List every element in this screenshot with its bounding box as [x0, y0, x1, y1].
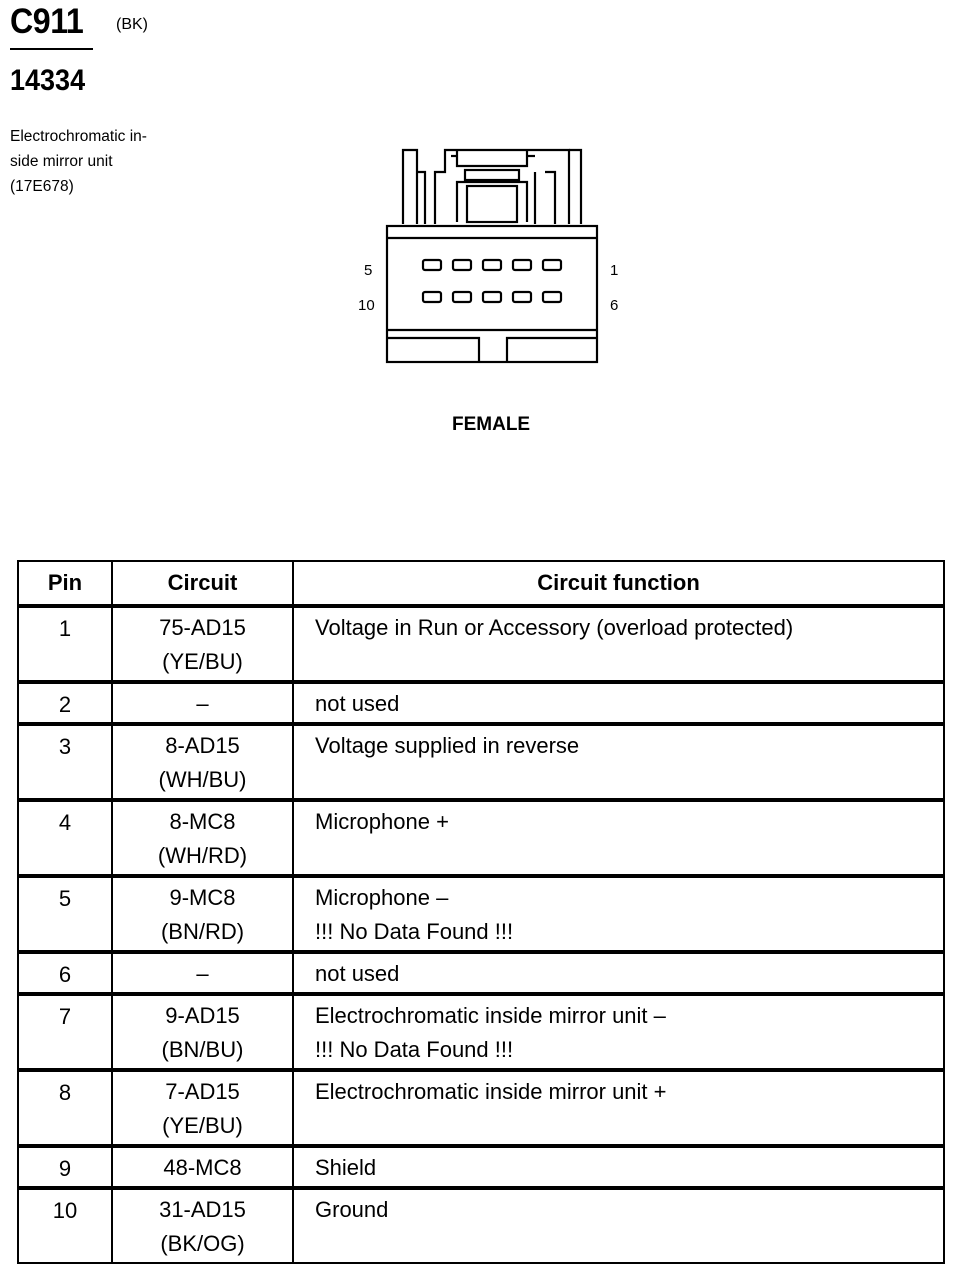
circuit-cell: 9-AD15 (BN/BU) — [111, 992, 294, 1071]
circuit-function-cell: Electrochromatic inside mirror unit + — [292, 1068, 945, 1147]
table-row: 2 – not used — [17, 680, 945, 725]
circuit-function: Microphone + — [315, 809, 449, 834]
circuit-function: not used — [315, 961, 400, 986]
description-line-2: side mirror unit — [10, 153, 113, 170]
header-circuit: Circuit — [111, 560, 294, 607]
pin-number: 4 — [17, 798, 113, 877]
pin-number: 2 — [17, 680, 113, 725]
pin-number: 10 — [17, 1186, 113, 1264]
pin-number: 5 — [17, 874, 113, 953]
cavity-7 — [511, 290, 533, 304]
wire-color: (WH/BU) — [158, 767, 247, 792]
circuit-function-cell: not used — [292, 680, 945, 725]
circuit-cell: – — [111, 680, 294, 725]
table-row: 4 8-MC8 (WH/RD) Microphone + — [17, 798, 945, 877]
pin-number: 3 — [17, 722, 113, 801]
cavity-2 — [511, 258, 533, 272]
circuit-function: Microphone – — [315, 885, 449, 910]
cavity-10 — [421, 290, 443, 304]
cavity-3 — [481, 258, 503, 272]
circuit-function: Ground — [315, 1197, 389, 1222]
wire-color: (WH/RD) — [157, 843, 248, 868]
circuit-id: – — [196, 961, 209, 986]
pin-label-10: 10 — [358, 297, 375, 314]
title-underline — [10, 48, 93, 50]
pin-label-1: 1 — [610, 262, 619, 279]
circuit-function-cell: Microphone – !!! No Data Found !!! — [292, 874, 945, 953]
connector-description: Electrochromatic in- side mirror unit (1… — [10, 124, 147, 199]
circuit-function-cell: Shield — [292, 1144, 945, 1189]
cavity-4 — [451, 258, 473, 272]
circuit-function: Electrochromatic inside mirror unit – — [315, 1003, 666, 1028]
table-row: 6 – not used — [17, 950, 945, 995]
circuit-cell: 8-MC8 (WH/RD) — [111, 798, 294, 877]
function-note: !!! No Data Found !!! — [315, 1037, 514, 1062]
circuit-id: 9-MC8 — [169, 885, 236, 910]
connector-face-diagram — [385, 148, 599, 364]
table-row: 5 9-MC8 (BN/RD) Microphone – !!! No Data Fou… — [17, 874, 945, 953]
circuit-id: 75-AD15 — [159, 615, 246, 640]
pin-number: 6 — [17, 950, 113, 995]
circuit-function-cell: Voltage supplied in reverse — [292, 722, 945, 801]
circuit-function-cell: Voltage in Run or Accessory (overload pr… — [292, 604, 945, 683]
table-row: 10 31-AD15 (BK/OG) Ground — [17, 1186, 945, 1264]
cavity-1 — [541, 258, 563, 272]
wire-color: (YE/BU) — [162, 1113, 243, 1138]
pin-cavities — [421, 258, 563, 304]
pin-number: 7 — [17, 992, 113, 1071]
cavity-6 — [541, 290, 563, 304]
cavity-5 — [421, 258, 443, 272]
circuit-id: 7-AD15 — [165, 1079, 240, 1104]
connector-color: (BK) — [116, 16, 148, 33]
description-line-3: (17E678) — [10, 178, 74, 195]
circuit-cell: 7-AD15 (YE/BU) — [111, 1068, 294, 1147]
function-note: !!! No Data Found !!! — [315, 919, 514, 944]
circuit-id: 9-AD15 — [165, 1003, 240, 1028]
circuit-function: Voltage in Run or Accessory (overload pr… — [315, 615, 794, 640]
circuit-cell: 31-AD15 (BK/OG) — [111, 1186, 294, 1264]
circuit-id: 8-AD15 — [165, 733, 240, 758]
circuit-cell: – — [111, 950, 294, 995]
circuit-function: Voltage supplied in reverse — [315, 733, 580, 758]
header-circuit-function: Circuit function — [292, 560, 945, 607]
table-row: 8 7-AD15 (YE/BU) Electrochromatic inside mi… — [17, 1068, 945, 1147]
table-row: 3 8-AD15 (WH/BU) Voltage supplied in revers… — [17, 722, 945, 801]
cavity-9 — [451, 290, 473, 304]
circuit-function: Shield — [315, 1155, 377, 1180]
table-row: 1 75-AD15 (YE/BU) Voltage in Run or Accesso… — [17, 604, 945, 683]
circuit-function: not used — [315, 691, 400, 716]
circuit-function-cell: Electrochromatic inside mirror unit –!!!… — [292, 992, 945, 1071]
pinout-table: Pin Circuit Circuit function 1 75-AD15 (YE… — [17, 560, 945, 1264]
circuit-id: 48-MC8 — [163, 1155, 242, 1180]
header-pin: Pin — [17, 560, 113, 607]
wire-color: (BN/BU) — [161, 1037, 244, 1062]
circuit-function: Electrochromatic inside mirror unit + — [315, 1079, 667, 1104]
table-header-row: Pin Circuit Circuit function — [17, 560, 945, 607]
pin-number: 9 — [17, 1144, 113, 1189]
circuit-id: 8-MC8 — [169, 809, 236, 834]
wire-color: (BN/RD) — [160, 919, 245, 944]
circuit-cell: 8-AD15 (WH/BU) — [111, 722, 294, 801]
wire-color: (BK/OG) — [160, 1231, 245, 1256]
connector-code: C911 — [10, 2, 84, 41]
circuit-cell: 48-MC8 — [111, 1144, 294, 1189]
description-line-1: Electrochromatic in- — [10, 128, 147, 145]
pin-number: 8 — [17, 1068, 113, 1147]
circuit-function-cell: not used — [292, 950, 945, 995]
part-number: 14334 — [10, 64, 86, 97]
circuit-id: – — [196, 691, 209, 716]
pin-label-6: 6 — [610, 297, 619, 314]
circuit-function-cell: Microphone + — [292, 798, 945, 877]
circuit-cell: 9-MC8 (BN/RD) — [111, 874, 294, 953]
circuit-id: 31-AD15 — [159, 1197, 246, 1222]
circuit-cell: 75-AD15 (YE/BU) — [111, 604, 294, 683]
pin-number: 1 — [17, 604, 113, 683]
table-row: 7 9-AD15 (BN/BU) Electrochromatic inside mi… — [17, 992, 945, 1071]
cavity-8 — [481, 290, 503, 304]
circuit-function-cell: Ground — [292, 1186, 945, 1264]
table-row: 9 48-MC8 Shield — [17, 1144, 945, 1189]
connector-gender: FEMALE — [452, 414, 531, 435]
wire-color: (YE/BU) — [162, 649, 243, 674]
pin-label-5: 5 — [364, 262, 373, 279]
